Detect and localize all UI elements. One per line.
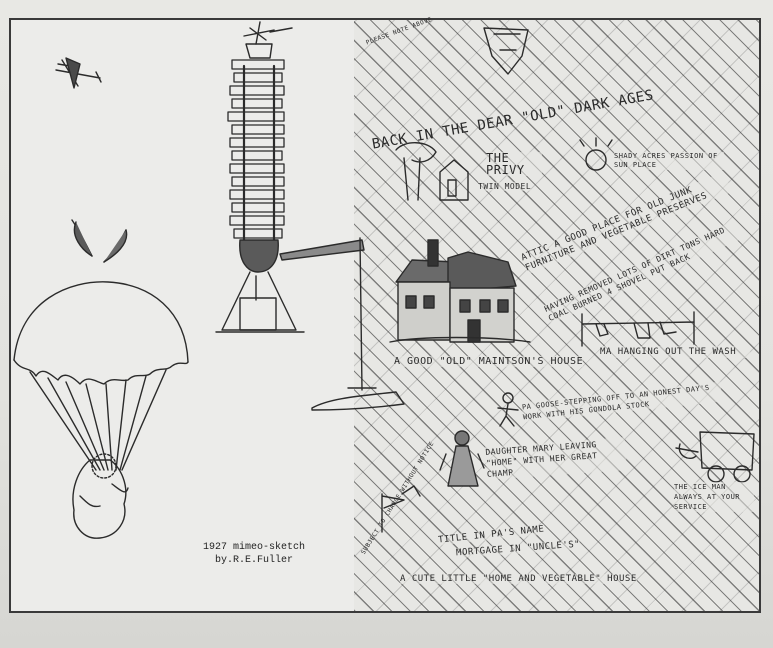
parachute-drawing: [13, 281, 189, 539]
drawing-frame: [9, 18, 761, 613]
left-panel: [11, 20, 354, 611]
wash-note: MA HANGING OUT THE WASH: [600, 346, 750, 358]
stacked-tower-drawing: [215, 21, 405, 411]
privy-drawing: [395, 142, 469, 201]
shade-sign-label: SHADY ACRES PASSION OF SUN PLACE: [614, 152, 724, 170]
bottom-caption: A CUTE LITTLE "HOME AND VEGETABLE" HOUSE: [400, 574, 637, 584]
credit-line-2: by.R.E.Fuller: [215, 555, 294, 566]
airplane-drawing: [55, 57, 102, 89]
twin-model-label: TWIN MODEL: [478, 182, 532, 191]
ice-wagon-drawing: [675, 431, 755, 483]
sun-drawing: [579, 137, 613, 171]
ice-note: THE ICE MAN ALWAYS AT YOUR SERVICE: [674, 482, 754, 512]
pa-figure-drawing: [497, 392, 519, 427]
house-drawing: [389, 239, 531, 343]
house-caption: A GOOD "OLD" MAINTSON'S HOUSE: [394, 356, 584, 367]
falling-feathers-drawing: [71, 219, 128, 263]
pennant-flag-drawing: [381, 485, 421, 533]
wash-line-drawing: [581, 311, 695, 347]
credit-line-1: 1927 mimeo-sketch: [203, 542, 306, 553]
privy-label: THE PRIVY: [486, 152, 542, 176]
kite-drawing: [483, 27, 529, 75]
daughter-figure-drawing: [439, 430, 485, 487]
credit-caption: 1927 mimeo-sketch by.R.E.Fuller: [203, 541, 305, 567]
